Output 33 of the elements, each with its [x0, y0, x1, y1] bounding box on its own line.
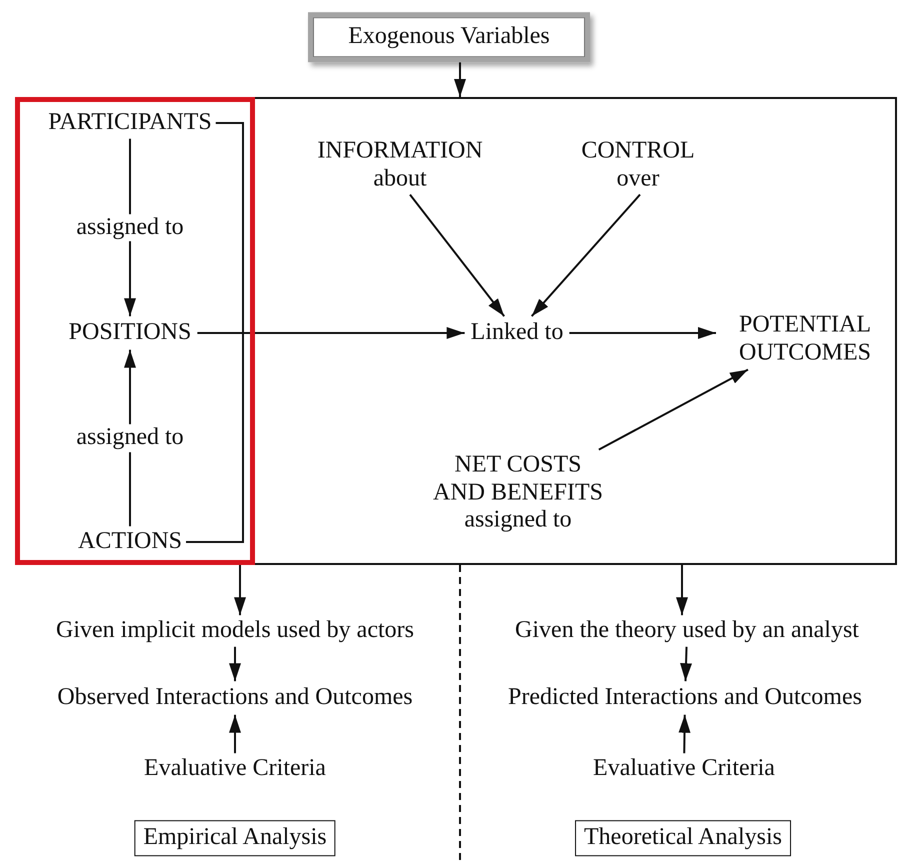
node-label: Predicted Interactions and Outcomes [504, 684, 866, 712]
arrow [676, 565, 688, 616]
node-label: assigned to [463, 506, 573, 534]
node-label: over [616, 165, 660, 193]
highlight-frame [15, 97, 255, 565]
node-label: Evaluative Criteria [140, 755, 330, 783]
node-label: POTENTIAL OUTCOMES [720, 311, 890, 367]
arrow [454, 62, 466, 97]
arrow [234, 565, 246, 616]
node-label: about [372, 165, 428, 193]
title-box: Exogenous Variables [308, 12, 590, 62]
arrow [680, 646, 692, 682]
arrow [530, 194, 641, 317]
connector-line [186, 122, 244, 543]
node-label: Linked to [466, 319, 568, 347]
node-label: Given the theory used by an analyst [511, 617, 863, 645]
node-label: Observed Interactions and Outcomes [53, 684, 417, 712]
arrow [229, 714, 241, 754]
node-label: PARTICIPANTS [44, 109, 216, 137]
node-label: Evaluative Criteria [589, 755, 779, 783]
analysis-box: Empirical Analysis [134, 820, 336, 856]
node-label: ACTIONS [74, 528, 186, 556]
arrow [409, 194, 505, 317]
arrow [678, 714, 690, 754]
node-heading: INFORMATION [316, 137, 484, 165]
arrow [569, 327, 716, 339]
node-label: POSITIONS [64, 319, 196, 347]
node-label: Given implicit models used by actors [52, 617, 418, 645]
arrow [229, 646, 241, 682]
node-heading: CONTROL [580, 137, 696, 165]
analysis-box: Theoretical Analysis [575, 820, 791, 856]
arrow [598, 368, 748, 450]
arrow [197, 327, 465, 339]
